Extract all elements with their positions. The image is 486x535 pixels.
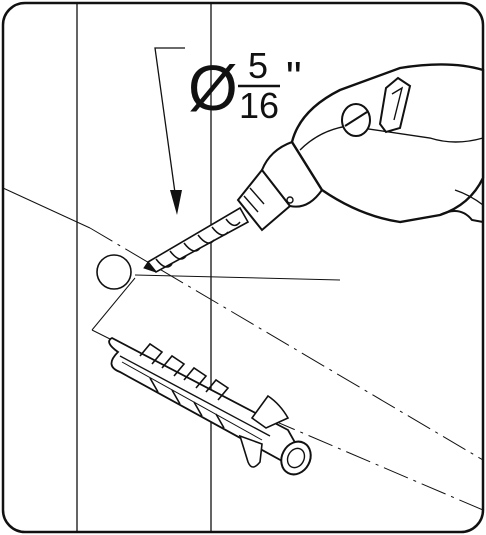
dimension-leader	[154, 47, 185, 215]
fraction-numerator: 5	[248, 45, 268, 86]
dimension-label: Ø 5 16 "	[188, 45, 302, 126]
anchor-fin-bottom	[238, 434, 263, 468]
diameter-symbol: Ø	[188, 52, 238, 124]
wall-anchor	[108, 336, 312, 476]
projection-line-left	[91, 277, 136, 331]
axis-line-dashed	[89, 227, 484, 461]
fraction-denominator: 16	[239, 85, 279, 126]
drill-hole	[96, 254, 132, 290]
anchor-slot	[119, 355, 271, 437]
axis-line-solid	[2, 187, 91, 229]
drill-bit	[143, 206, 250, 274]
projection-line-foot	[91, 329, 113, 341]
power-drill	[236, 63, 485, 232]
drill-housing	[290, 63, 485, 224]
projection-line-top	[134, 274, 341, 281]
reverse-switch-icon	[378, 76, 412, 134]
inch-mark: "	[286, 53, 302, 102]
anchor-fin-top	[250, 394, 290, 429]
